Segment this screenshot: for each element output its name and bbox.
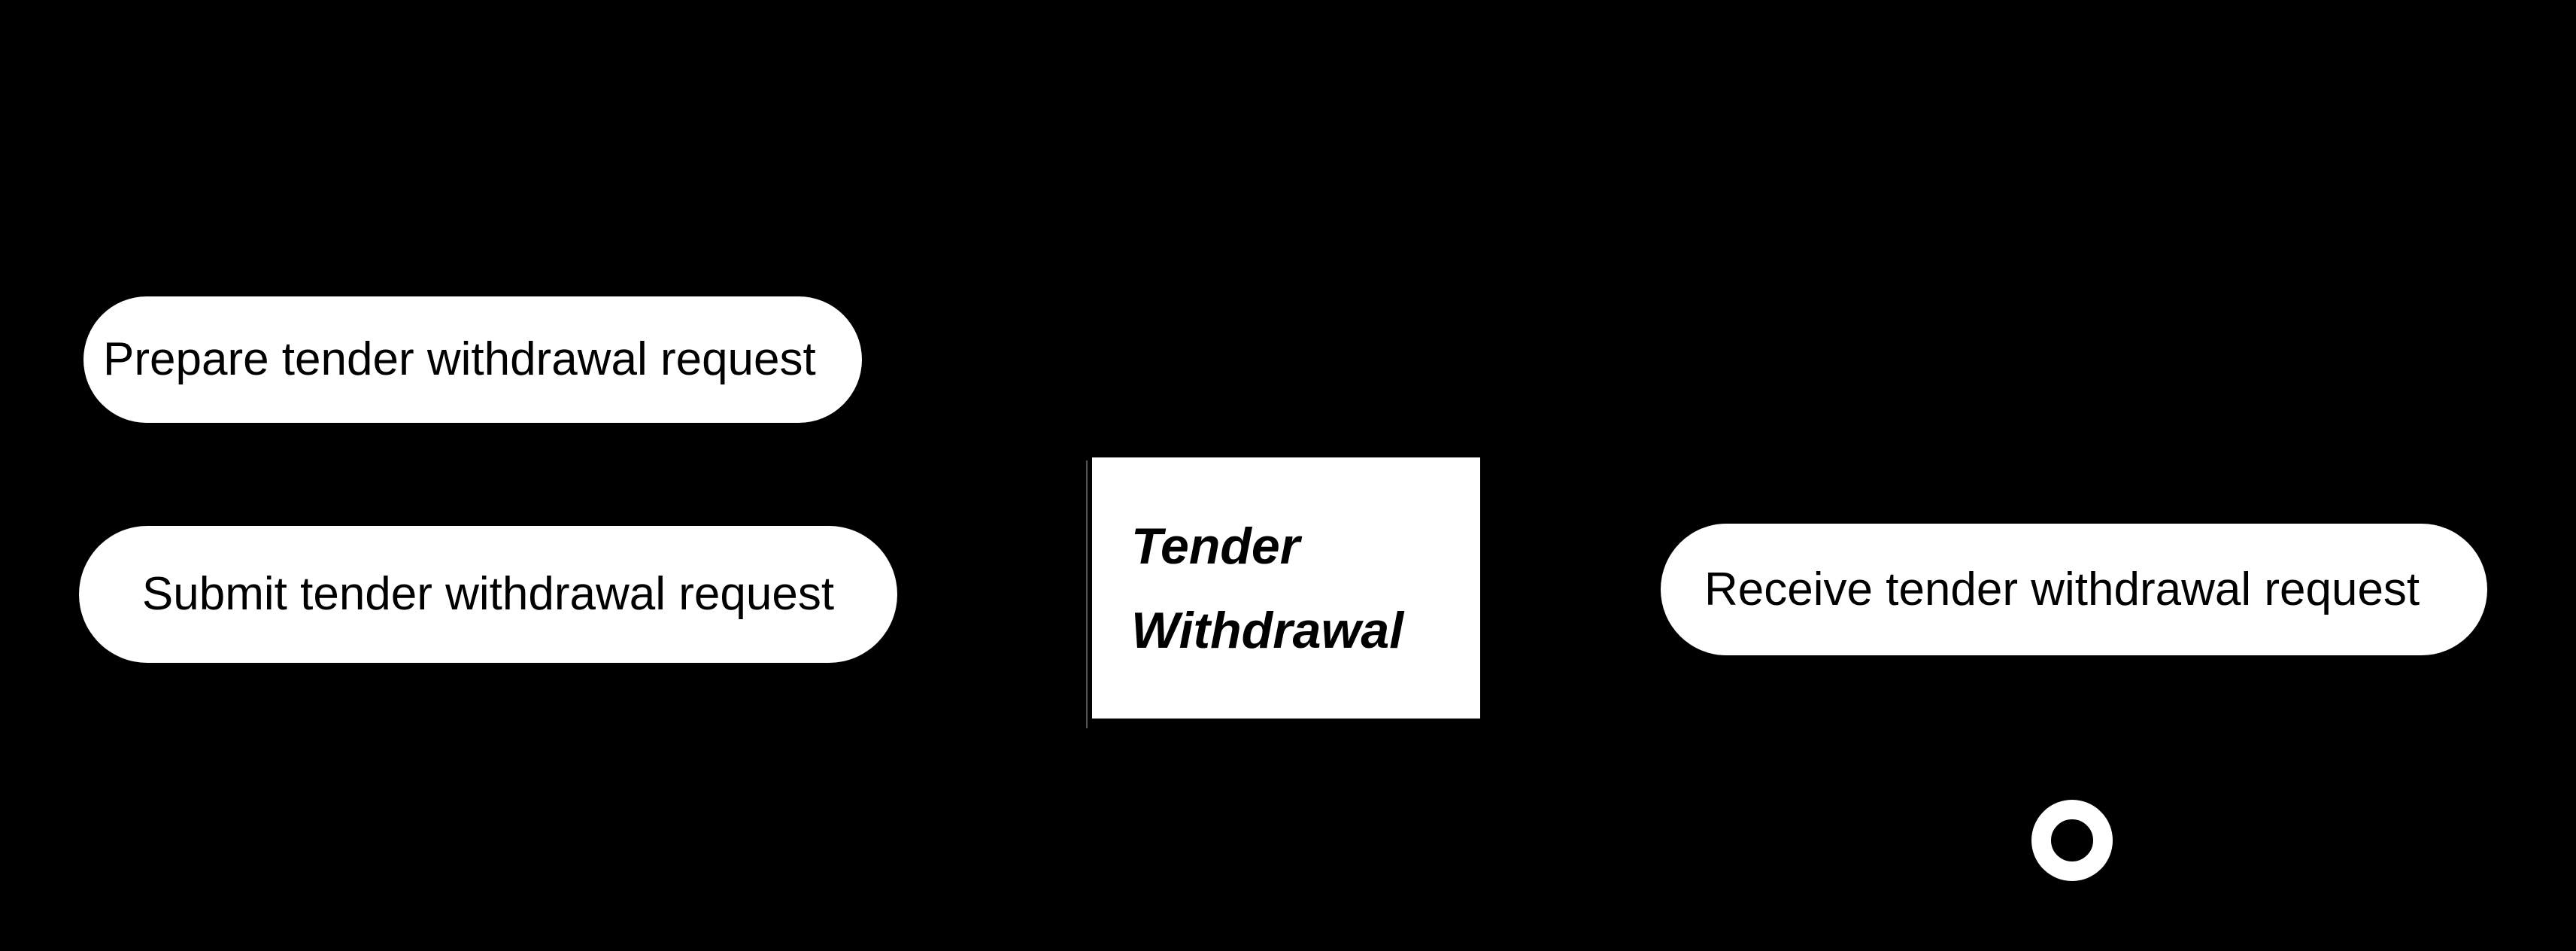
- subprocess-label-line1: Tender: [1131, 517, 1300, 575]
- task-label: Receive tender withdrawal request: [1704, 563, 2420, 615]
- subprocess-label-line2: Withdrawal: [1131, 601, 1404, 659]
- subprocess-outline-line: [1086, 460, 1088, 728]
- task-label: Submit tender withdrawal request: [141, 568, 835, 620]
- task-label: Prepare tender withdrawal request: [103, 333, 816, 385]
- task-prepare-tender-withdrawal-request[interactable]: Prepare tender withdrawal request: [83, 296, 862, 423]
- task-receive-tender-withdrawal-request[interactable]: Receive tender withdrawal request: [1661, 524, 2487, 655]
- subprocess-tender-withdrawal[interactable]: Tender Withdrawal: [1092, 457, 1480, 719]
- task-submit-tender-withdrawal-request[interactable]: Submit tender withdrawal request: [79, 526, 897, 663]
- end-event-icon[interactable]: [2031, 800, 2113, 881]
